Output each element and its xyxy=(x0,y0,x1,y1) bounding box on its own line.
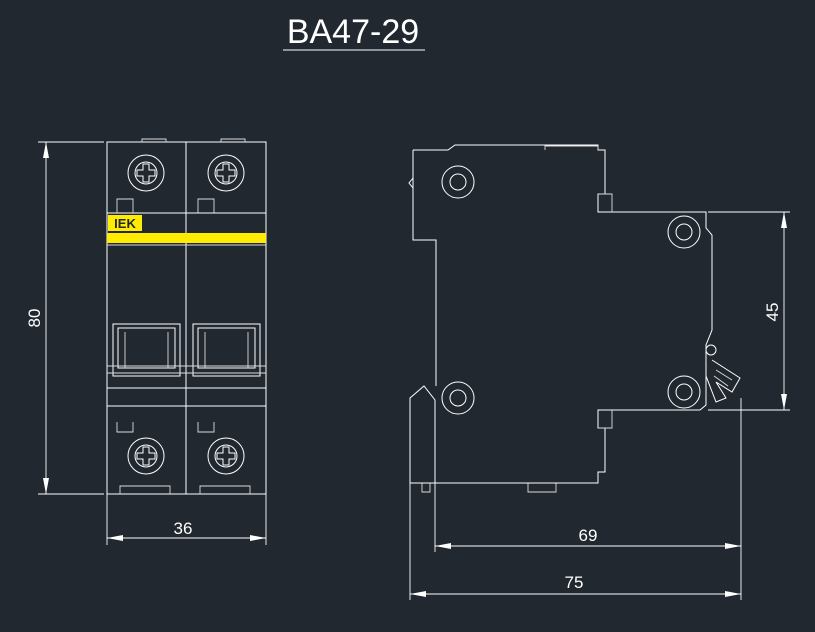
side-hole-top-right xyxy=(667,215,701,249)
side-upper-step xyxy=(598,193,613,212)
lever-mechanism xyxy=(705,344,741,403)
toggle-handle-left xyxy=(112,323,181,377)
side-view: 45 69 75 xyxy=(408,144,790,600)
iek-logo: IEK xyxy=(108,215,142,231)
screw-bottom-right xyxy=(207,437,245,475)
side-bottom-clips xyxy=(421,483,557,493)
dimension-width-label: 36 xyxy=(174,519,193,538)
drawing-title: BA47-29 xyxy=(287,13,419,51)
dimension-depth-body xyxy=(434,398,742,600)
dimension-height xyxy=(38,141,104,495)
top-tabs xyxy=(141,138,246,142)
dimension-mount-height xyxy=(708,211,790,411)
side-top-tab xyxy=(544,145,599,150)
dimension-depth-total-label: 75 xyxy=(565,573,584,592)
side-hole-bottom-right xyxy=(667,375,701,409)
dimension-height-label: 80 xyxy=(25,309,44,328)
yellow-stripe xyxy=(107,233,266,243)
dimension-mount-height-label: 45 xyxy=(763,303,782,322)
rear-notch xyxy=(408,177,414,189)
front-view: IEK xyxy=(25,138,267,545)
dimension-width xyxy=(106,494,267,545)
upper-terminal-tabs xyxy=(116,198,215,213)
screw-top-right xyxy=(207,154,245,192)
side-hole-bottom-left xyxy=(441,381,475,415)
side-lower-step xyxy=(598,410,613,429)
dimension-depth-total xyxy=(409,483,741,600)
bottom-clips xyxy=(119,485,251,494)
side-hole-top-left xyxy=(441,165,475,199)
dimension-depth-body-label: 69 xyxy=(579,526,598,545)
logo-text: IEK xyxy=(114,216,136,231)
screw-top-left xyxy=(127,154,165,192)
toggle-handle-right xyxy=(192,323,261,377)
screw-bottom-left xyxy=(127,437,165,475)
lower-terminal-tabs xyxy=(116,422,215,433)
side-body-outline xyxy=(409,144,713,484)
